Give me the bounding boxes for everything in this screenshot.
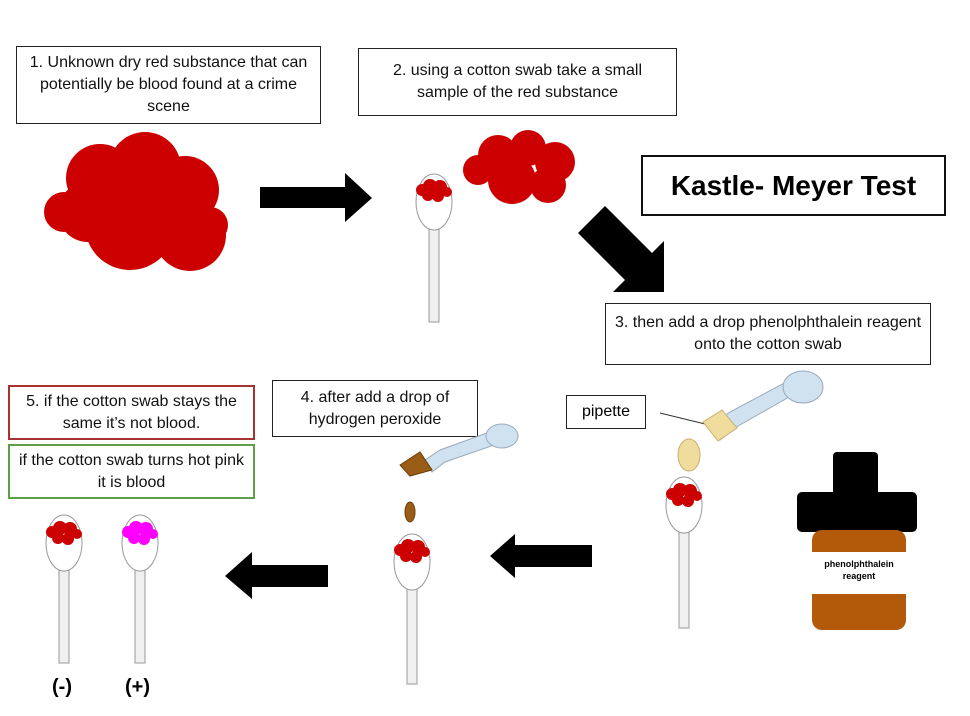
bottle-label-line1: phenolphthalein (824, 559, 894, 569)
bottle-label: phenolphthalein reagent (812, 558, 906, 582)
step1-box: 1. Unknown dry red substance that can po… (16, 46, 321, 124)
step5-negative-box: 5. if the cotton swab stays the same it’… (8, 385, 255, 440)
peroxide-drop (404, 501, 416, 523)
cotton-swab-negative (45, 514, 83, 664)
negative-label: (-) (52, 676, 72, 698)
step2-box: 2. using a cotton swab take a small samp… (358, 48, 677, 116)
step4-box: 4. after add a drop of hydrogen peroxide (272, 380, 478, 437)
step1-text: 1. Unknown dry red substance that can po… (29, 54, 308, 115)
arrow-diagonal (578, 206, 664, 292)
step5-negative-text: 5. if the cotton swab stays the same it’… (26, 392, 237, 432)
step3-text: 3. then add a drop phenolphthalein reage… (614, 314, 922, 353)
blood-stain-small (463, 130, 575, 204)
cotton-swab-step2 (415, 173, 453, 323)
step2-text: 2. using a cotton swab take a small samp… (392, 62, 643, 101)
bottle-label-line2: reagent (842, 571, 876, 581)
arrow-right-1 (260, 173, 372, 222)
page-title: Kastle- Meyer Test (670, 169, 917, 201)
arrow-left-3 (225, 552, 328, 599)
pipette-label: pipette (581, 403, 631, 420)
arrow-left-2 (490, 534, 592, 578)
title-box: Kastle- Meyer Test (641, 155, 946, 216)
cotton-swab-positive (121, 514, 159, 664)
reagent-bottle (797, 452, 917, 630)
step5-positive-box: if the cotton swab turns hot pink it is … (8, 444, 255, 499)
reagent-drop (677, 438, 701, 472)
pipette (659, 370, 824, 442)
peroxide-pipette (399, 423, 519, 477)
cotton-swab-step4 (393, 533, 431, 685)
step3-box: 3. then add a drop phenolphthalein reage… (605, 303, 931, 365)
blood-stain-large (44, 132, 228, 271)
step4-text: 4. after add a drop of hydrogen peroxide (300, 388, 450, 428)
step5-positive-text: if the cotton swab turns hot pink it is … (18, 451, 244, 491)
cotton-swab-step3 (665, 476, 703, 629)
pipette-label-box: pipette (566, 395, 646, 429)
positive-label: (+) (125, 676, 150, 698)
